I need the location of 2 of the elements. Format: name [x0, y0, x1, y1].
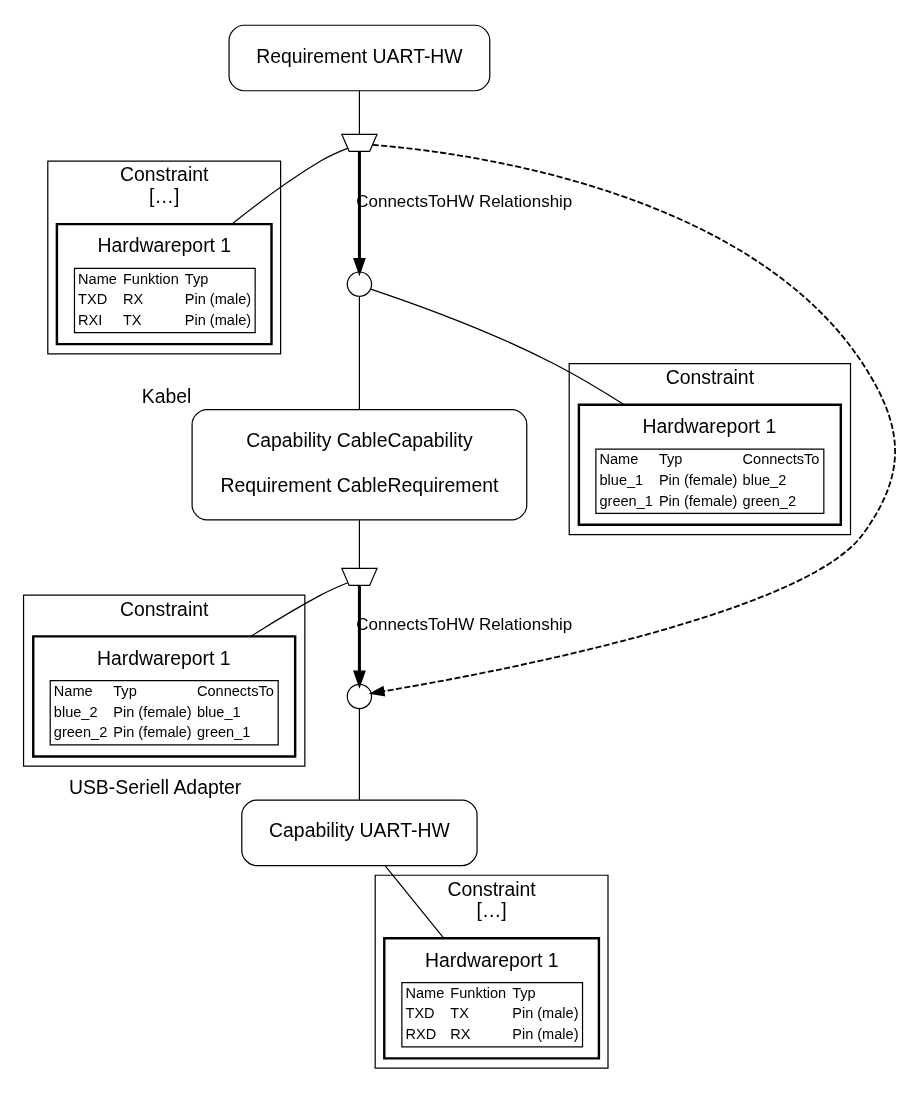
node-label: USB-Seriell Adapter — [68, 775, 241, 798]
node-label: Kabel — [141, 384, 191, 407]
